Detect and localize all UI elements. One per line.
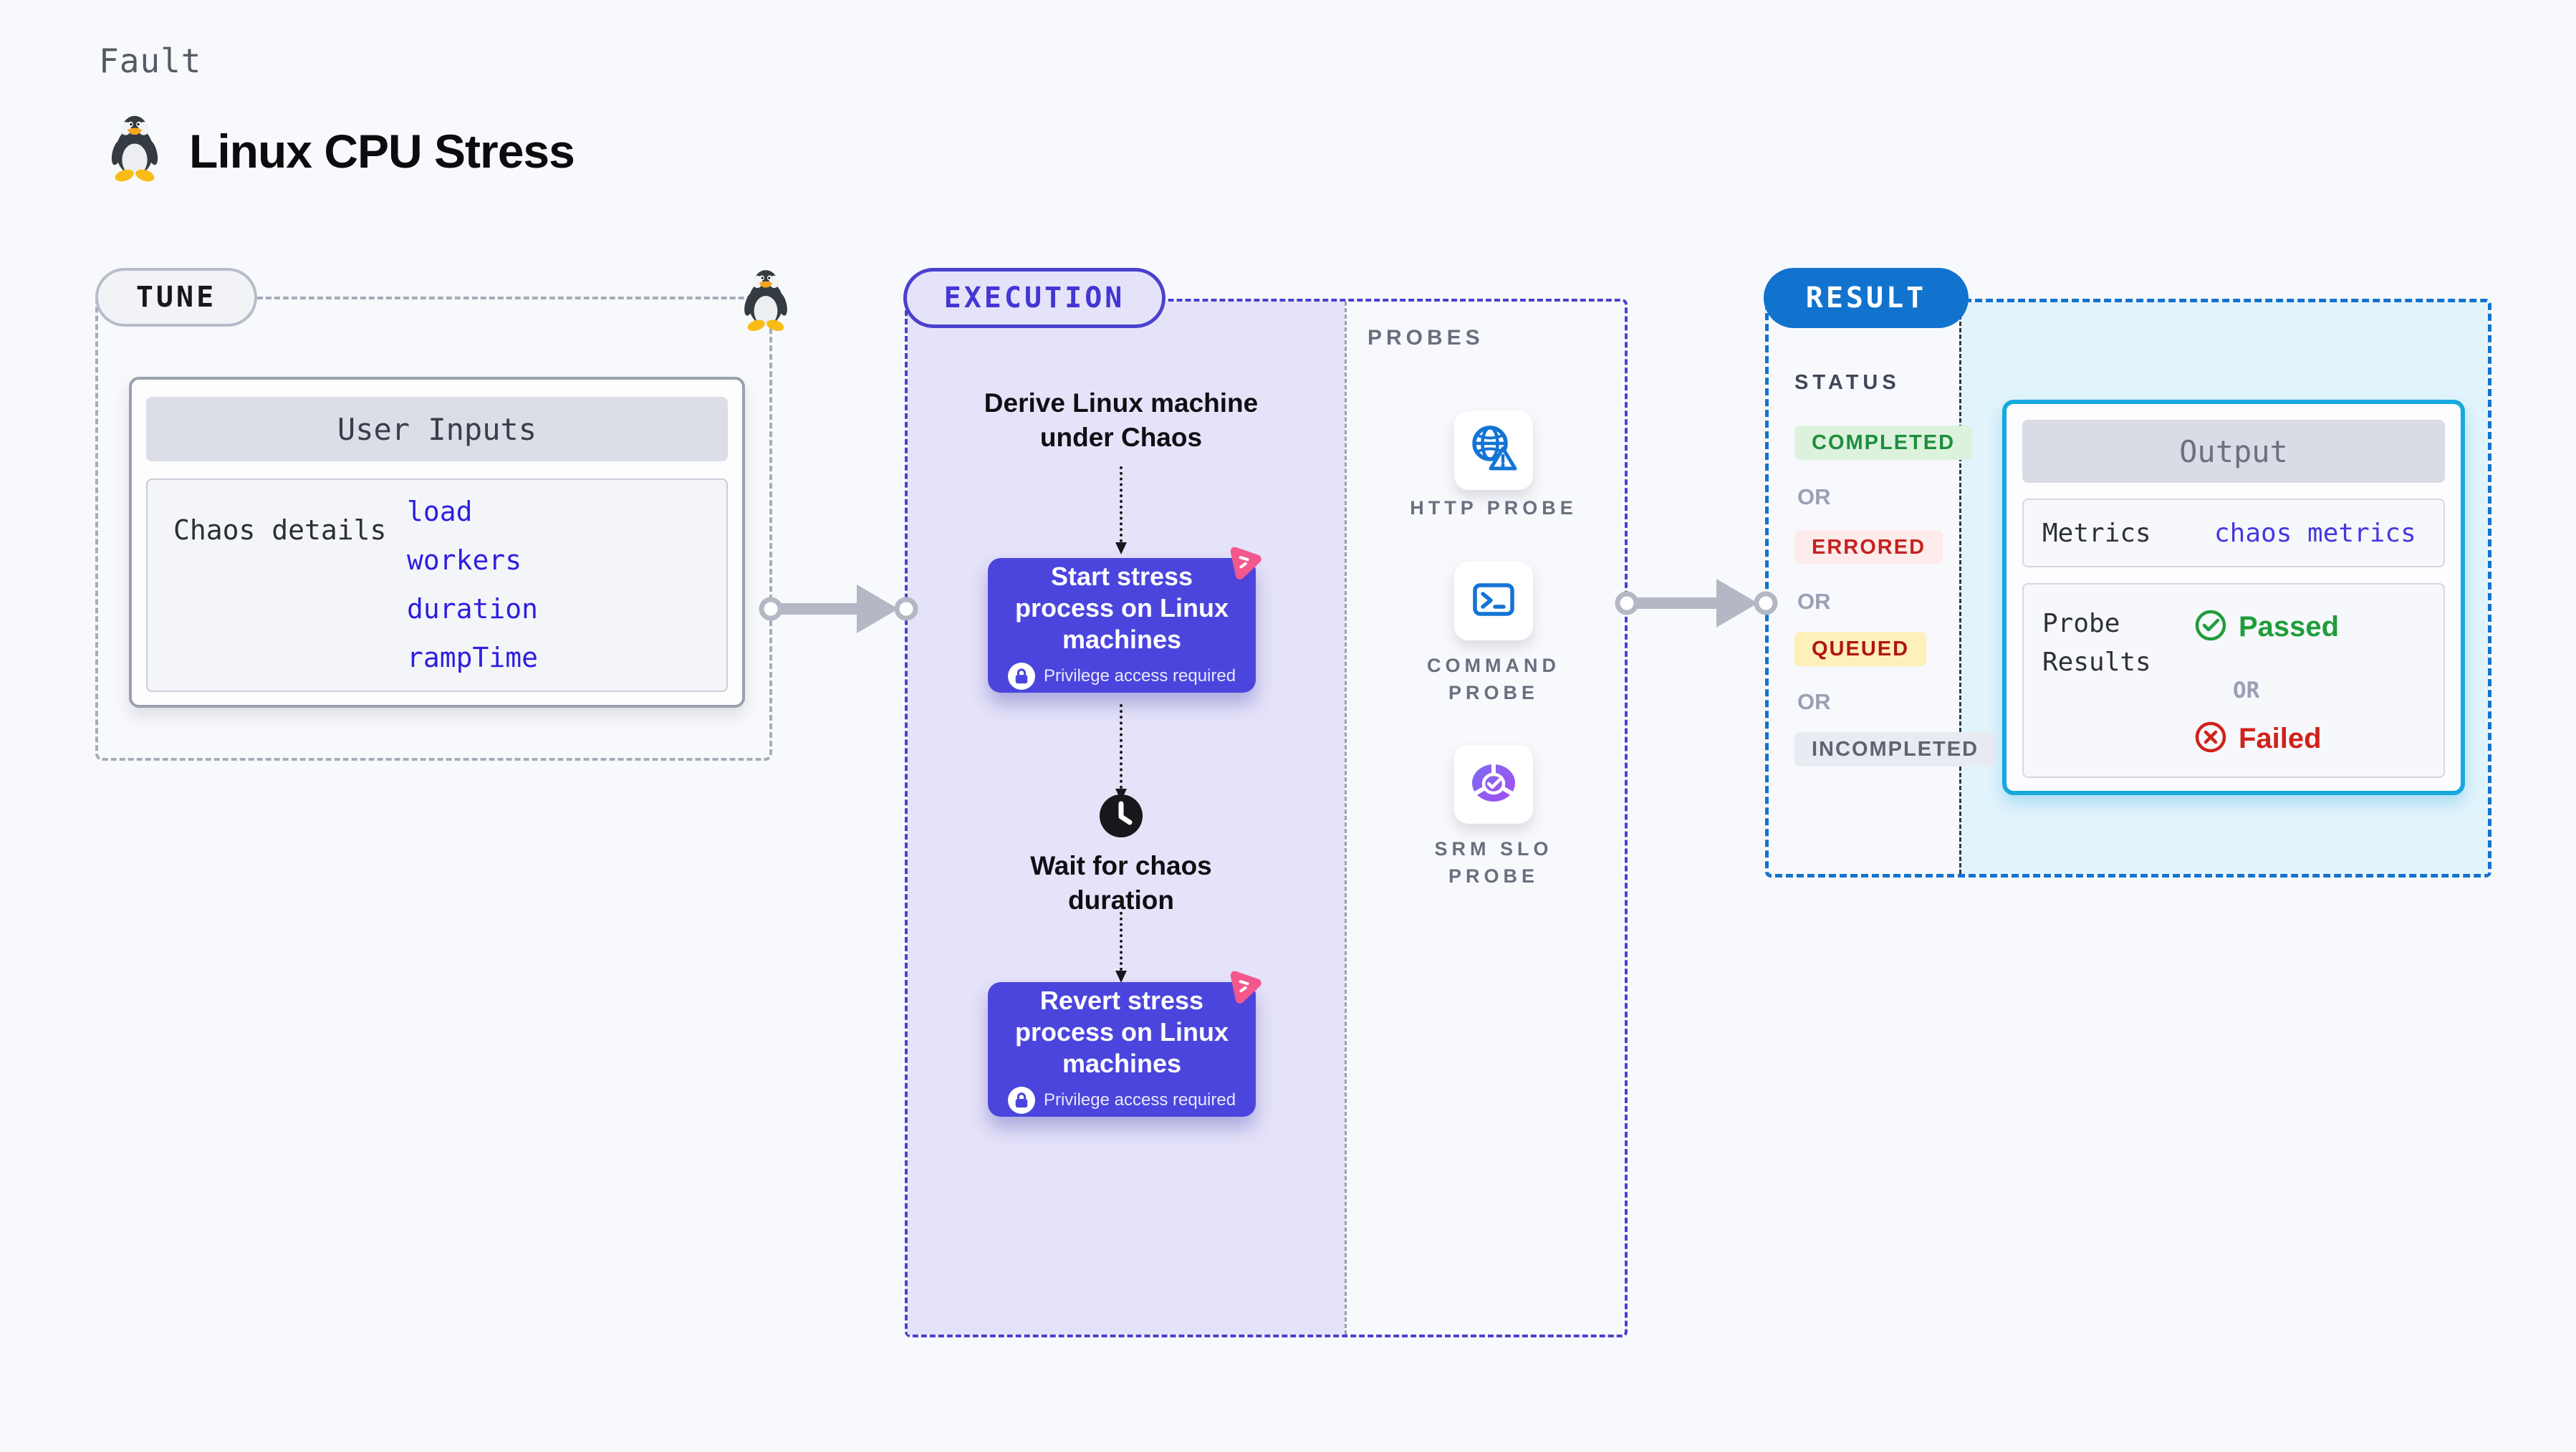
status-badge-incompleted: INCOMPLETED [1794, 732, 1996, 766]
derive-machine-label: Derive Linux machine under Chaos [984, 388, 1259, 453]
probes-section-label: PROBES [1368, 326, 1484, 350]
execution-pill: EXECUTION [903, 268, 1166, 328]
command-probe-label: COMMAND PROBE [1427, 655, 1560, 703]
privilege-note: Privilege access required [1043, 1090, 1236, 1110]
tune-pill: TUNE [95, 268, 257, 327]
chaos-details-label: Chaos details [173, 514, 387, 546]
status-badge-queued: QUEUED [1794, 632, 1927, 666]
dotted-arrow-icon [1115, 466, 1127, 554]
srm-slo-probe-tile [1454, 745, 1533, 824]
privilege-note: Privilege access required [1043, 665, 1236, 686]
status-badge-errored: ERRORED [1794, 530, 1943, 564]
tune-section [95, 297, 772, 761]
chaos-pink-icon [1226, 966, 1264, 1009]
http-probe-tile [1454, 411, 1533, 490]
probes-divider [1345, 302, 1347, 1335]
http-probe-label: HTTP PROBE [1410, 497, 1577, 519]
slo-pie-icon [1467, 756, 1520, 813]
input-link-duration[interactable]: duration [407, 593, 539, 625]
x-circle-icon [2194, 721, 2227, 757]
probe-results-label: Probe Results [2042, 609, 2151, 677]
input-link-load[interactable]: load [407, 496, 473, 527]
input-link-ramptime[interactable]: rampTime [407, 642, 539, 673]
chaos-pink-icon [1226, 542, 1264, 585]
status-badge-completed: COMPLETED [1794, 425, 1973, 460]
failed-verdict: Failed [2194, 721, 2322, 757]
start-stress-title: Start stress process on Linux machines [1014, 562, 1229, 654]
lock-icon [1007, 1086, 1035, 1114]
wait-duration-label: Wait for chaos duration [1030, 851, 1212, 915]
status-label: STATUS [1794, 371, 1900, 394]
execution-section: PROBES Derive Linux machine under Chaos … [905, 299, 1628, 1337]
terminal-icon [1467, 573, 1520, 630]
or-label: OR [1797, 589, 1831, 614]
or-label: OR [2233, 678, 2260, 703]
revert-stress-title: Revert stress process on Linux machines [1014, 986, 1229, 1078]
or-label: OR [1797, 484, 1831, 509]
lock-icon [1007, 662, 1035, 690]
result-divider [1959, 302, 1961, 874]
failed-label: Failed [2239, 723, 2322, 754]
privilege-row: Privilege access required [1007, 1086, 1236, 1114]
arrow-connector-icon [759, 585, 918, 633]
user-inputs-card: User Inputs Chaos details load workers d… [129, 377, 745, 708]
command-probe-tile [1454, 562, 1533, 640]
metrics-row: Metrics chaos metrics [2022, 499, 2445, 567]
probe-results-row: Probe Results Passed OR [2022, 583, 2445, 778]
result-section: STATUS COMPLETED OR ERRORED OR QUEUED OR… [1765, 299, 2491, 878]
page-title: Linux CPU Stress [189, 124, 575, 178]
tux-icon-small [738, 265, 794, 340]
page-title-row: Linux CPU Stress [105, 109, 575, 193]
user-inputs-header: User Inputs [146, 397, 728, 461]
clock-icon [1098, 793, 1144, 842]
privilege-row: Privilege access required [1007, 662, 1236, 690]
output-header: Output [2022, 420, 2445, 483]
metrics-label: Metrics [2042, 519, 2151, 548]
srm-slo-probe-label: SRM SLO PROBE [1434, 838, 1553, 887]
check-circle-icon [2194, 609, 2227, 645]
tux-icon [105, 109, 165, 193]
dotted-arrow-icon [1115, 912, 1127, 983]
or-label: OR [1797, 689, 1831, 714]
passed-verdict: Passed [2194, 609, 2339, 645]
result-pill: RESULT [1764, 268, 1969, 328]
fault-kicker: Fault [99, 42, 202, 80]
user-inputs-body: Chaos details load workers duration ramp… [146, 479, 728, 692]
revert-stress-card: Revert stress process on Linux machines … [988, 982, 1256, 1117]
input-link-workers[interactable]: workers [407, 544, 522, 576]
chaos-metrics-link[interactable]: chaos metrics [2214, 519, 2416, 548]
globe-warning-icon [1467, 423, 1520, 479]
passed-label: Passed [2239, 611, 2340, 643]
output-card: Output Metrics chaos metrics Probe Resul… [2002, 400, 2465, 795]
start-stress-card: Start stress process on Linux machines P… [988, 558, 1256, 693]
dotted-arrow-icon [1115, 704, 1127, 801]
arrow-connector-icon [1615, 579, 1778, 628]
